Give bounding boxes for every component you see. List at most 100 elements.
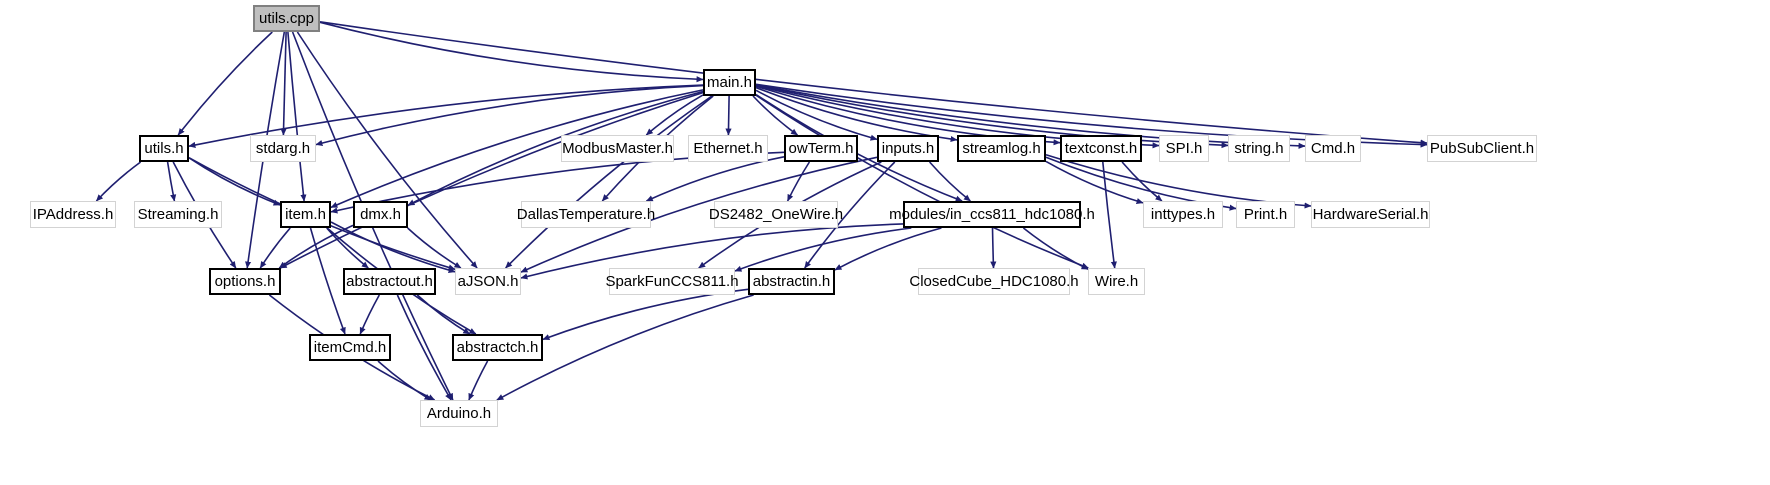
graph-edge-owterm-h-to-dallastemp-h (645, 156, 785, 202)
graph-edge-dmx-h-to-options-h (278, 224, 354, 269)
graph-node-item-h[interactable]: item.h (280, 201, 331, 228)
graph-edge-modules-ccs811-to-wire-h (1022, 227, 1089, 271)
graph-node-ds2482-h[interactable]: DS2482_OneWire.h (709, 201, 843, 228)
graph-edge-owterm-h-to-ds2482-h (786, 161, 811, 202)
graph-node-label: DallasTemperature.h (516, 206, 656, 223)
graph-edge-main-h-to-inputs-h (755, 89, 878, 141)
graph-edge-main-h-to-streamlog-h (755, 86, 958, 143)
graph-node-options-h[interactable]: options.h (209, 268, 281, 295)
graph-edge-abstractch-h-to-arduino-h (468, 360, 489, 401)
graph-edge-itemcmd-h-to-arduino-h (377, 360, 432, 401)
graph-node-ajson-h[interactable]: aJSON.h (455, 268, 521, 295)
graph-node-streaming-h[interactable]: Streaming.h (134, 201, 222, 228)
graph-edge-utils-cpp-to-item-h (287, 31, 307, 202)
graph-node-label: ClosedCube_HDC1080.h (909, 273, 1079, 290)
graph-node-label: IPAddress.h (32, 206, 114, 223)
graph-node-dallastemp-h[interactable]: DallasTemperature.h (517, 201, 655, 228)
graph-node-modules-ccs811[interactable]: modules/in_ccs811_hdc1080.h (889, 201, 1095, 228)
graph-node-label: DS2482_OneWire.h (708, 206, 844, 223)
graph-node-label: stdarg.h (255, 140, 311, 157)
graph-node-cmd-h[interactable]: Cmd.h (1305, 135, 1361, 162)
graph-edge-streamlog-h-to-inttypes-h (1045, 160, 1144, 204)
graph-edge-streamlog-h-to-hardwareserial-h (1045, 154, 1312, 209)
graph-edge-utils-cpp-to-ajson-h (296, 31, 478, 269)
graph-node-abstractout-h[interactable]: abstractout.h (343, 268, 436, 295)
graph-node-abstractin-h[interactable]: abstractin.h (748, 268, 835, 295)
graph-edge-main-h-to-wire-h (755, 94, 1089, 269)
graph-node-pubsubclient-h[interactable]: PubSubClient.h (1427, 135, 1537, 162)
graph-node-ethernet-h[interactable]: Ethernet.h (688, 135, 768, 162)
graph-node-label: SPI.h (1165, 140, 1203, 157)
graph-node-wire-h[interactable]: Wire.h (1088, 268, 1145, 295)
graph-node-label: Streaming.h (137, 206, 219, 223)
graph-edge-utils-cpp-to-pubsubclient-h (319, 21, 1428, 146)
graph-node-label: Arduino.h (426, 405, 492, 422)
graph-node-dmx-h[interactable]: dmx.h (353, 201, 408, 228)
graph-node-label: streamlog.h (962, 140, 1041, 157)
graph-node-label: options.h (214, 273, 276, 290)
graph-edge-abstractin-h-to-abstractch-h (542, 288, 749, 341)
graph-node-abstractch-h[interactable]: abstractch.h (452, 334, 543, 361)
graph-node-ipaddress-h[interactable]: IPAddress.h (30, 201, 116, 228)
graph-node-sparkfunccs811-h[interactable]: SparkFunCCS811.h (605, 268, 739, 295)
graph-node-spi-h[interactable]: SPI.h (1159, 135, 1209, 162)
graph-node-label: abstractch.h (456, 339, 539, 356)
graph-edge-item-h-to-options-h (259, 227, 291, 269)
graph-node-string-h[interactable]: string.h (1228, 135, 1290, 162)
graph-node-itemcmd-h[interactable]: itemCmd.h (309, 334, 391, 361)
graph-edge-main-h-to-owterm-h (752, 95, 798, 136)
graph-node-hardwareserial-h[interactable]: HardwareSerial.h (1311, 201, 1430, 228)
graph-node-inttypes-h[interactable]: inttypes.h (1143, 201, 1223, 228)
graph-node-print-h[interactable]: Print.h (1236, 201, 1295, 228)
graph-node-label: inttypes.h (1150, 206, 1216, 223)
graph-node-streamlog-h[interactable]: streamlog.h (957, 135, 1046, 162)
graph-node-stdarg-h[interactable]: stdarg.h (250, 135, 316, 162)
graph-node-inputs-h[interactable]: inputs.h (877, 135, 939, 162)
graph-edge-utils-cpp-to-stdarg-h (280, 31, 287, 136)
graph-node-label: HardwareSerial.h (1312, 206, 1429, 223)
graph-node-label: abstractin.h (752, 273, 831, 290)
graph-node-label: PubSubClient.h (1429, 140, 1535, 157)
graph-node-label: modules/in_ccs811_hdc1080.h (889, 206, 1095, 223)
graph-edge-textconst-h-to-inttypes-h (1121, 161, 1163, 202)
graph-node-label: Wire.h (1094, 273, 1139, 290)
graph-node-label: item.h (285, 206, 326, 223)
graph-node-main-h[interactable]: main.h (703, 69, 756, 96)
graph-node-label: inputs.h (881, 140, 935, 157)
graph-node-modbusmaster-h[interactable]: ModbusMaster.h (561, 135, 674, 162)
graph-edge-inputs-h-to-modules-ccs811 (928, 161, 971, 202)
graph-node-label: itemCmd.h (313, 339, 387, 356)
graph-node-label: Ethernet.h (693, 140, 763, 157)
graph-edge-item-h-to-abstractout-h (326, 227, 369, 269)
graph-edge-abstractout-h-to-arduino-h (396, 294, 452, 401)
graph-node-label: aJSON.h (457, 273, 519, 290)
graph-node-label: ModbusMaster.h (562, 140, 673, 157)
graph-edge-modules-ccs811-to-closedcube-h (990, 227, 997, 269)
graph-edge-main-h-to-ajson-h (505, 95, 713, 269)
graph-edge-modules-ccs811-to-sparkfunccs811-h (734, 227, 912, 272)
graph-node-label: utils.cpp (258, 10, 315, 27)
graph-edge-utils-h-to-item-h (188, 157, 281, 206)
graph-node-label: dmx.h (360, 206, 401, 223)
graph-node-owterm-h[interactable]: owTerm.h (784, 135, 858, 162)
graph-node-textconst-h[interactable]: textconst.h (1060, 135, 1142, 162)
graph-edge-textconst-h-to-wire-h (1102, 161, 1117, 269)
graph-node-utils-h[interactable]: utils.h (139, 135, 189, 162)
graph-edge-utils-h-to-ipaddress-h (95, 161, 142, 202)
graph-node-label: main.h (706, 74, 753, 91)
graph-node-closedcube-h[interactable]: ClosedCube_HDC1080.h (909, 268, 1079, 295)
graph-node-arduino-h[interactable]: Arduino.h (420, 400, 498, 427)
graph-node-label: abstractout.h (346, 273, 433, 290)
graph-node-utils-cpp[interactable]: utils.cpp (253, 5, 320, 32)
graph-edge-utils-cpp-to-main-h (319, 21, 704, 83)
graph-node-label: textconst.h (1064, 140, 1138, 157)
graph-edge-item-h-to-ajson-h (330, 221, 456, 274)
graph-edge-modules-ccs811-to-abstractin-h (834, 227, 942, 271)
graph-node-label: utils.h (144, 140, 184, 157)
graph-node-label: owTerm.h (788, 140, 854, 157)
graph-node-label: SparkFunCCS811.h (605, 273, 739, 290)
graph-edge-utils-cpp-to-utils-h (177, 31, 273, 136)
graph-edge-main-h-to-options-h (279, 91, 704, 269)
